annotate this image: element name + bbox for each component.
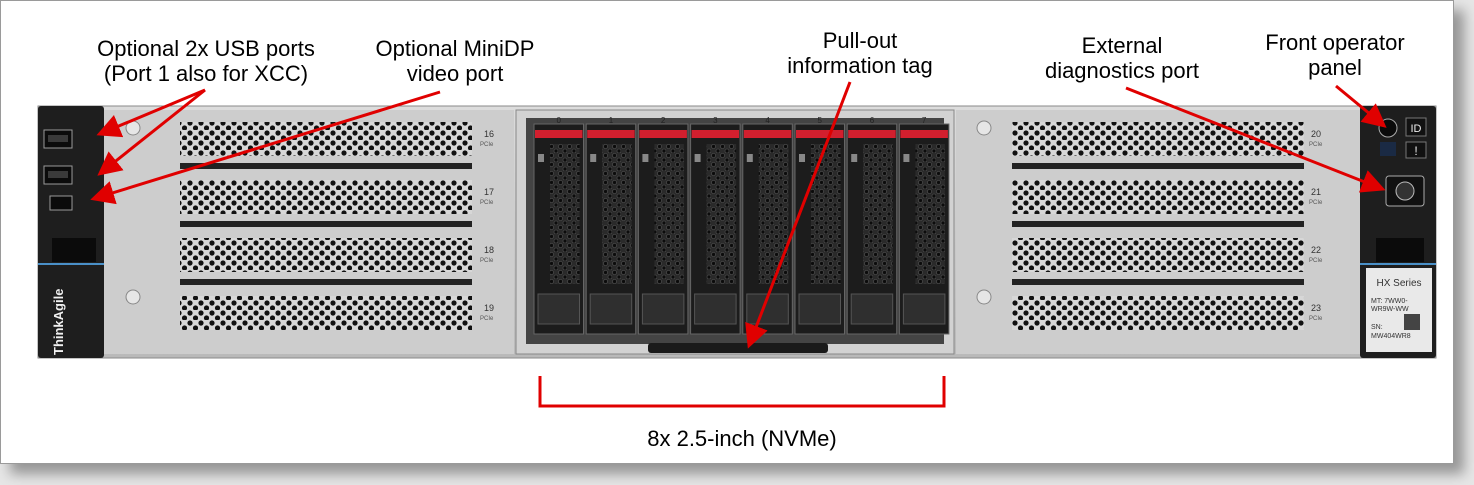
thinkagile-logo-text: ThinkAgile	[51, 289, 66, 355]
id-button[interactable]	[1405, 117, 1427, 137]
pcie-label: PCIe	[480, 142, 494, 148]
diag-callout-line1: External	[1081, 33, 1163, 58]
slot-numbers: 16PCIe17PCIe18PCIe19PCIe20PCIe21PCIe22PC…	[480, 129, 1323, 322]
qr-code-icon	[1404, 314, 1420, 330]
drive-bay-number: 4	[765, 116, 770, 125]
slot-number-23: 23	[1311, 303, 1321, 313]
mt-line-2: WR9W-WW	[1371, 306, 1409, 313]
diag-arrow	[1125, 86, 1386, 193]
pcie-slot-17	[180, 180, 472, 214]
pcie-label: PCIe	[480, 258, 494, 264]
slot-number-16: 16	[484, 129, 494, 139]
power-button-icon[interactable]	[1378, 118, 1398, 138]
drive-bays: 0 1 2 3 4 5 6 7	[533, 116, 950, 335]
drive-bay-number: 3	[713, 116, 718, 125]
slot-number-17: 17	[484, 187, 494, 197]
mt-line-1: MT: 7WW0-	[1371, 298, 1408, 305]
fault-icon: !	[1414, 144, 1417, 158]
drive-bay-6[interactable]: 6	[846, 116, 898, 335]
panel-callout-line1: Front operator	[1265, 30, 1405, 55]
drive-bay-7[interactable]: 7	[898, 116, 950, 335]
panel-callout: Front operator panel	[1232, 30, 1438, 80]
sn-line-1: SN:	[1371, 324, 1383, 331]
drive-bay-number: 5	[818, 116, 823, 125]
drives-callout: 8x 2.5-inch (NVMe)	[647, 426, 837, 451]
usb-callout: Optional 2x USB ports (Port 1 also for X…	[74, 36, 338, 86]
series-label: HX Series	[1376, 278, 1421, 289]
slot-number-22: 22	[1311, 245, 1321, 255]
usb-arrow-2	[97, 88, 206, 176]
right-rack-ear: ID ! HX Series MT: 7WW0- WR9W-WW SN: MW4…	[1360, 106, 1436, 358]
pcie-label: PCIe	[1309, 316, 1323, 322]
pcie-slot-20	[1012, 122, 1304, 156]
drive-bay-number: 1	[609, 116, 614, 125]
slot-number-18: 18	[484, 245, 494, 255]
pcie-slot-22	[1012, 238, 1304, 272]
minidp-callout-line1: Optional MiniDP	[375, 36, 535, 61]
drive-bay-4[interactable]: 4	[742, 116, 793, 335]
right-pcie-panel	[956, 110, 1360, 354]
usb-callout-line1: Optional 2x USB ports	[97, 36, 315, 61]
pcie-slot-19	[180, 296, 472, 330]
pcie-label: PCIe	[1309, 142, 1323, 148]
minidp-callout-line2: video port	[406, 61, 504, 86]
drive-bay-number: 7	[922, 116, 927, 125]
minidp-callout: Optional MiniDP video port	[350, 36, 560, 86]
tag-callout-line1: Pull-out	[822, 28, 898, 53]
drive-bay-number: 2	[661, 116, 666, 125]
tag-arrow	[745, 81, 852, 349]
drive-bay-number: 6	[870, 116, 875, 125]
pcie-slot-18	[180, 238, 472, 272]
drive-bay-1[interactable]: 1	[585, 116, 637, 335]
id-button-label: ID	[1411, 123, 1422, 135]
panel-callout-line2: panel	[1308, 55, 1362, 80]
slot-number-21: 21	[1311, 187, 1321, 197]
drive-bracket	[538, 376, 946, 408]
minidp-arrow	[90, 90, 441, 205]
drive-bay-2[interactable]: 2	[637, 116, 689, 335]
pcie-label: PCIe	[1309, 200, 1323, 206]
drive-bay-3[interactable]: 3	[690, 116, 741, 335]
pcie-slot-21	[1012, 180, 1304, 214]
diag-callout-line2: diagnostics port	[1044, 58, 1200, 83]
pcie-label: PCIe	[1309, 258, 1323, 264]
drive-bay-5[interactable]: 5	[794, 116, 845, 335]
panel-arrow	[1335, 84, 1387, 128]
callout-arrows	[90, 81, 1387, 349]
slot-number-19: 19	[484, 303, 494, 313]
usb-arrow-1	[96, 88, 206, 138]
pcie-label: PCIe	[480, 316, 494, 322]
pcie-slot-23	[1012, 296, 1304, 330]
diag-callout: External diagnostics port	[1022, 33, 1222, 83]
tag-callout-line2: information tag	[787, 53, 933, 78]
left-pcie-panel	[104, 110, 514, 354]
usb-callout-line2: (Port 1 also for XCC)	[103, 61, 309, 86]
slot-number-20: 20	[1311, 129, 1321, 139]
tag-callout: Pull-out information tag	[760, 28, 960, 78]
drive-bay-0[interactable]: 0	[533, 116, 584, 335]
left-rack-ear: ThinkAgile	[38, 106, 104, 358]
pcie-label: PCIe	[480, 200, 494, 206]
minidp-port[interactable]	[49, 195, 73, 211]
info-label-plate	[1366, 268, 1432, 352]
sn-line-2: MW404WR8	[1371, 333, 1411, 340]
drive-bay-number: 0	[557, 116, 562, 125]
pull-out-information-tag[interactable]	[648, 343, 828, 353]
